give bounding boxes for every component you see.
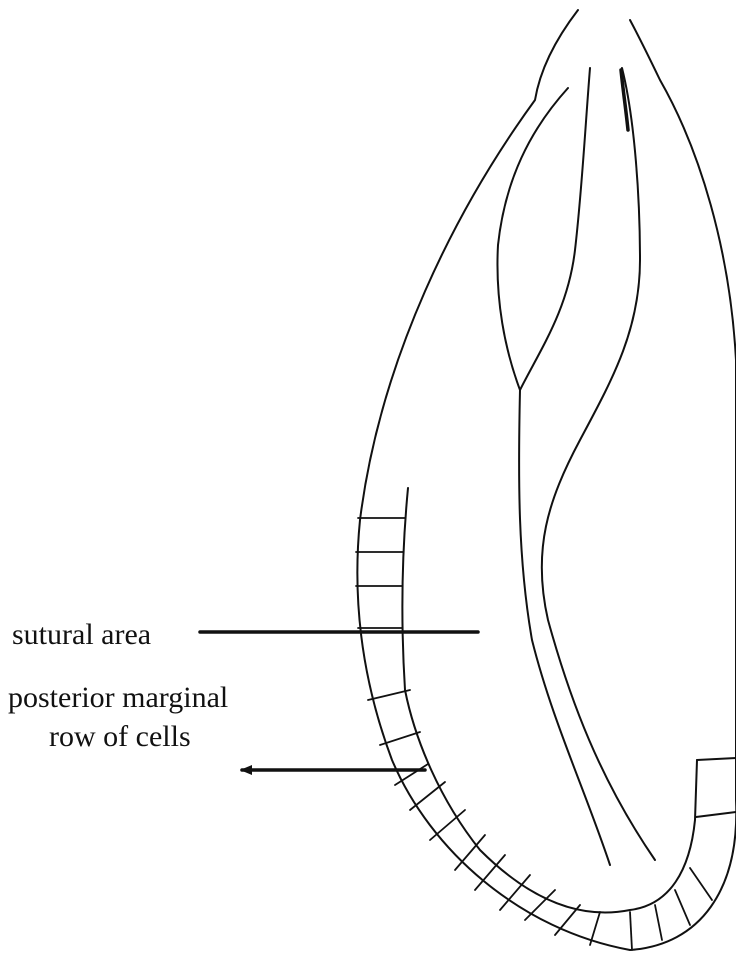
- label-sutural-area: sutural area: [12, 620, 151, 650]
- label-row-of-cells: row of cells: [49, 722, 191, 752]
- band-cells: [356, 518, 712, 950]
- outer-outline: [357, 10, 736, 950]
- label-posterior-marginal: posterior marginal: [8, 683, 228, 713]
- right-edge-cell: [696, 758, 736, 817]
- posterior-pointer-arrowhead: [240, 765, 252, 775]
- right-vein: [542, 68, 655, 860]
- inner-lobe: [497, 68, 590, 390]
- central-vein: [519, 390, 610, 865]
